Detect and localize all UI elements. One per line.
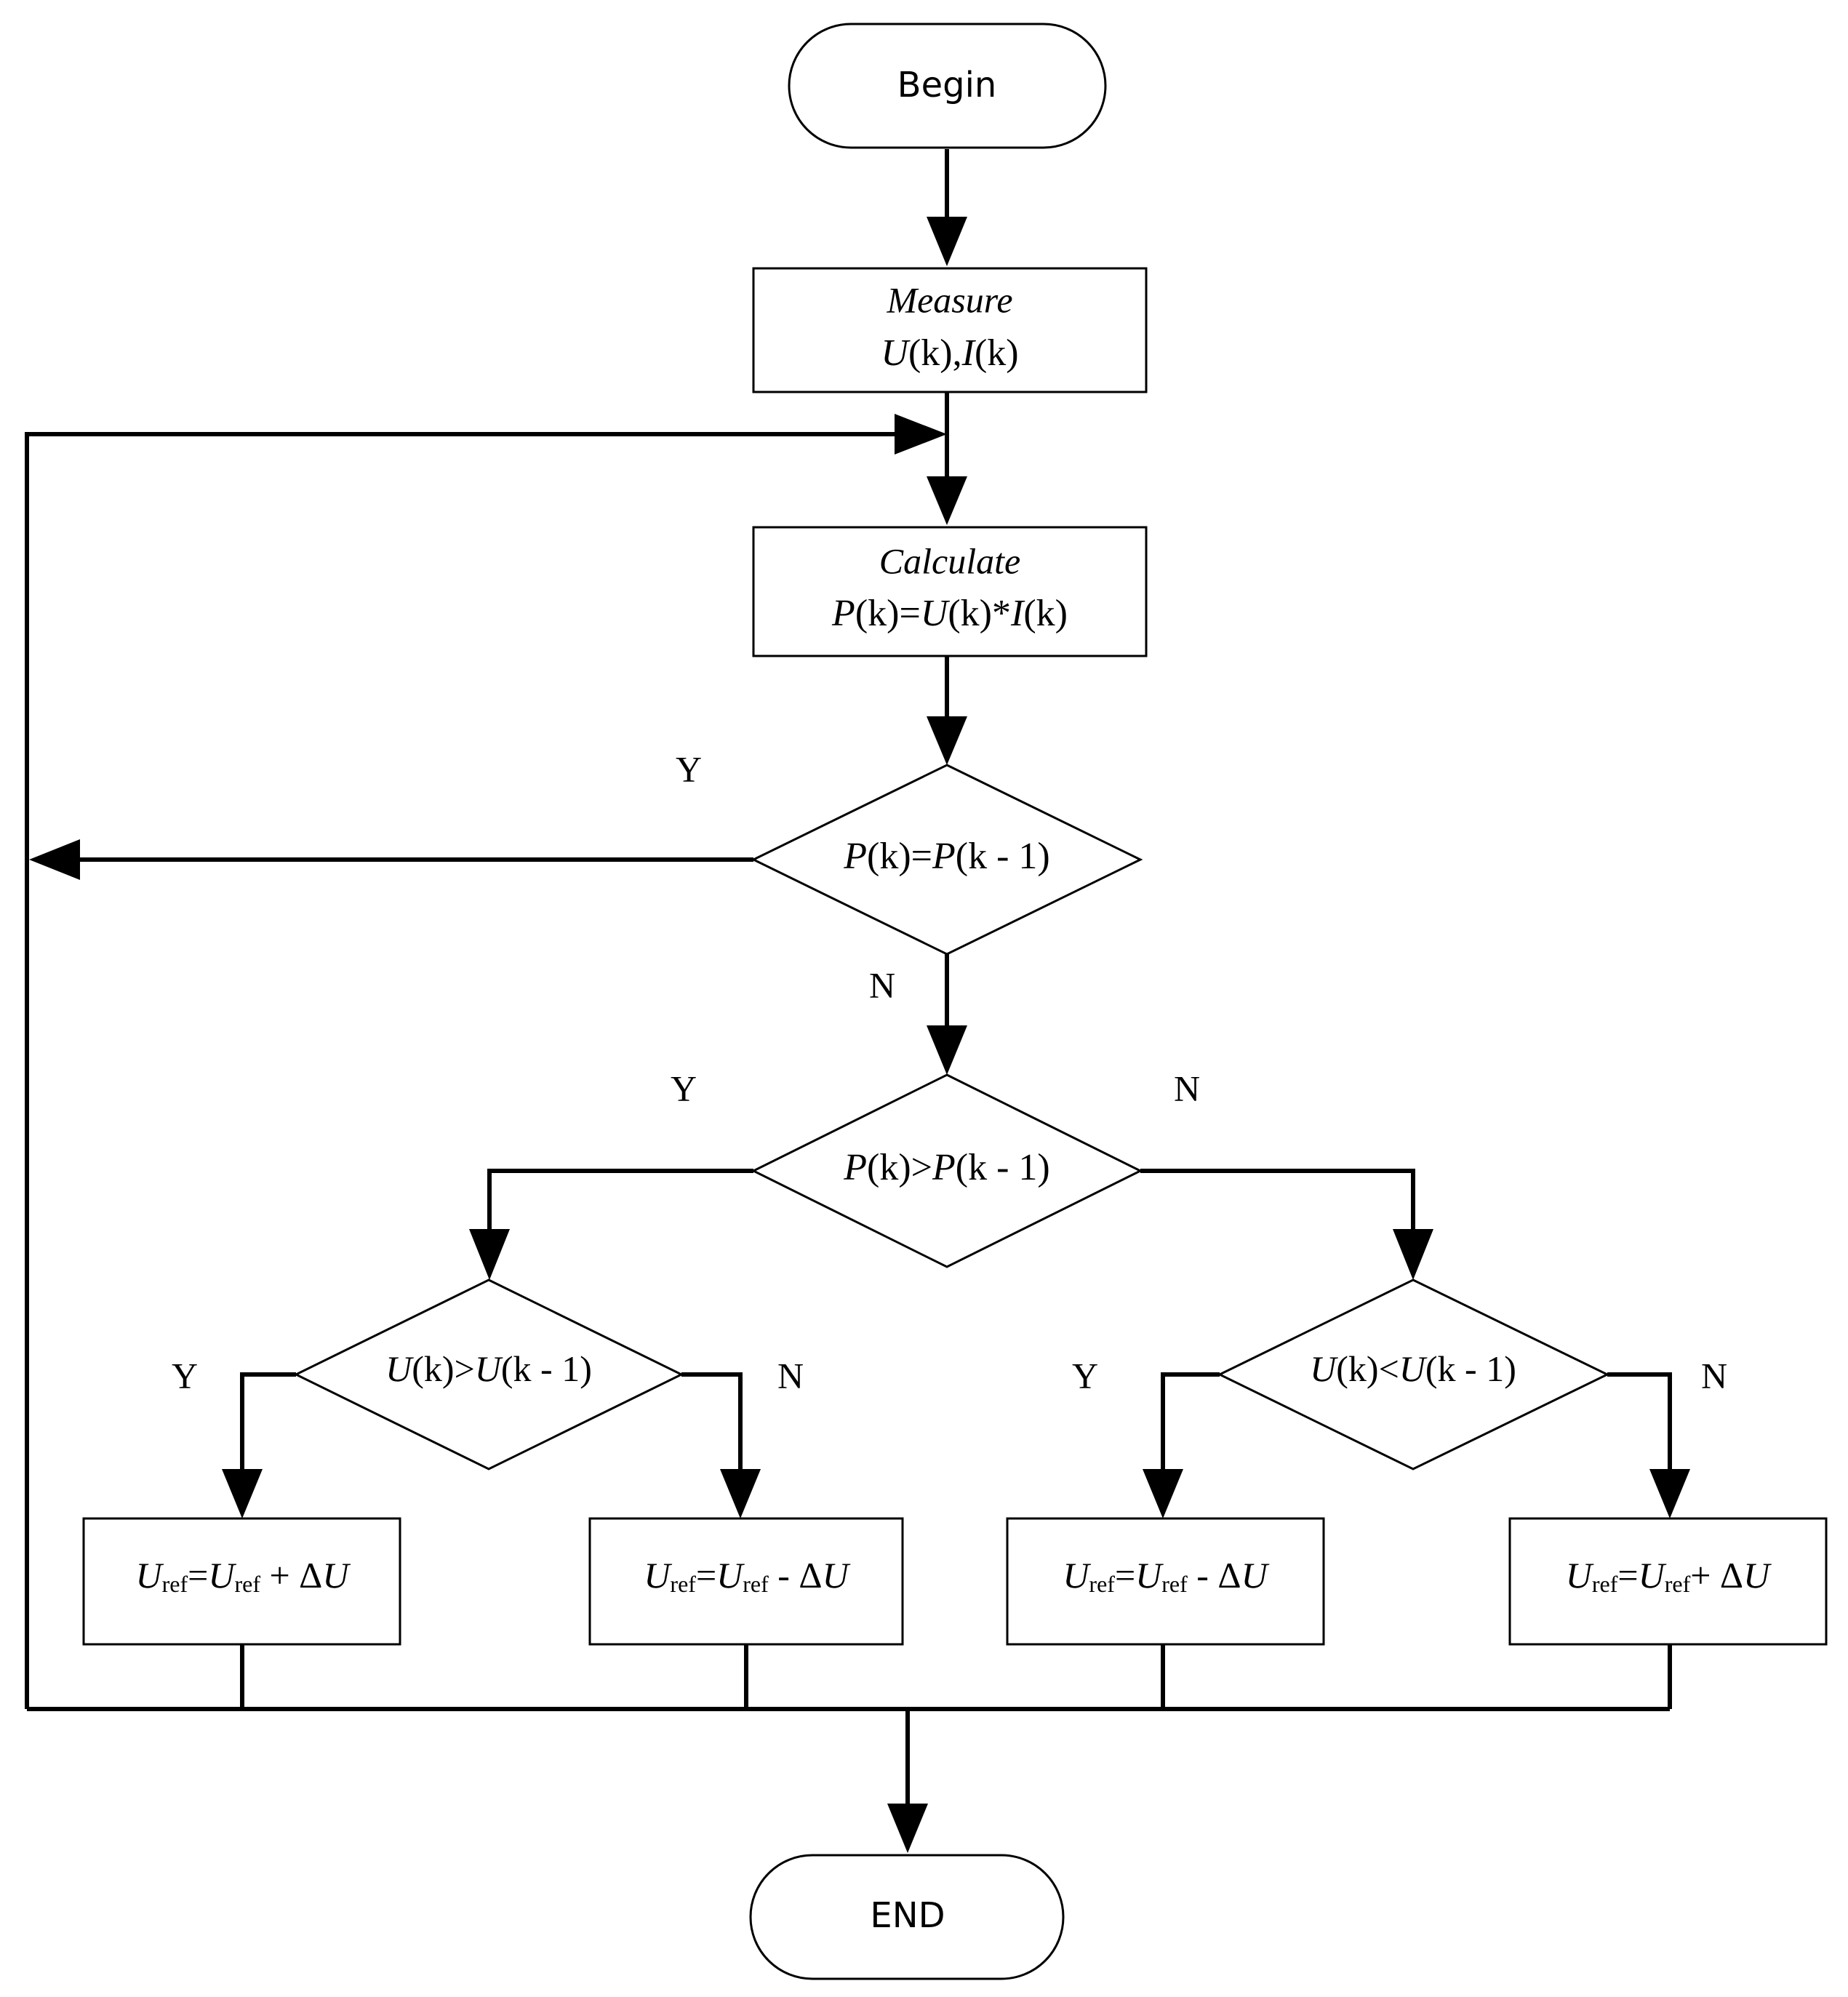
update-increase-right: Uref=Uref+ ΔU: [1508, 1517, 1828, 1646]
line-decision2-no: [1140, 1169, 1415, 1229]
arrowhead-decision3-no: [720, 1469, 761, 1518]
decision-voltage-greater-no-label: N: [777, 1355, 804, 1396]
calculate-process: Calculate P(k)=U(k)*I(k): [752, 526, 1148, 657]
update-increase-right-formula: Uref=Uref+ ΔU: [1566, 1555, 1772, 1597]
arrowhead-decision1-no: [927, 1025, 967, 1075]
arrowhead-calculate-to-decision1: [927, 716, 967, 765]
measure-formula: U(k),I(k): [881, 332, 1018, 374]
end-terminal: END: [749, 1854, 1065, 1980]
arrowhead-decision3-yes: [222, 1469, 263, 1518]
update-decrease-left: Uref=Uref - ΔU: [588, 1517, 904, 1646]
line-decision4-yes: [1161, 1372, 1220, 1469]
measure-title: Measure: [886, 279, 1012, 320]
decision-voltage-greater: U(k)>U(k - 1): [293, 1278, 684, 1470]
loop-return-line: [25, 432, 895, 1709]
decision-power-equal: P(k)=P(k - 1): [751, 764, 1143, 956]
update-increase-left: Uref=Uref + ΔU: [82, 1517, 401, 1646]
decision-power-equal-no-label: N: [869, 964, 895, 1005]
line-decision3-no: [681, 1372, 743, 1469]
update-increase-left-formula: Uref=Uref + ΔU: [136, 1555, 351, 1597]
arrowhead-measure-to-calculate: [927, 476, 967, 525]
decision-power-equal-condition: P(k)=P(k - 1): [843, 836, 1049, 877]
decision-power-greater-condition: P(k)>P(k - 1): [843, 1147, 1049, 1188]
decision-power-greater-no-label: N: [1174, 1068, 1200, 1108]
arrowhead-begin-to-measure: [927, 217, 967, 266]
decision-voltage-less-yes-label: Y: [1072, 1355, 1098, 1396]
decision-voltage-less-no-label: N: [1701, 1355, 1727, 1396]
line-decision3-yes: [240, 1372, 296, 1469]
arrowhead-loop-return: [895, 414, 947, 455]
measure-process: Measure U(k),I(k): [752, 267, 1148, 393]
decision-voltage-greater-condition: U(k)>U(k - 1): [385, 1348, 592, 1389]
connectors: [25, 149, 1690, 1853]
calculate-title: Calculate: [879, 540, 1020, 581]
decision-power-greater-yes-label: Y: [671, 1068, 697, 1108]
end-label: END: [870, 1895, 945, 1936]
decision-voltage-less: U(k)<U(k - 1): [1217, 1278, 1610, 1470]
arrowhead-decision4-no: [1649, 1469, 1690, 1518]
arrowhead-decision2-yes: [469, 1229, 510, 1280]
arrowhead-collector-to-end: [887, 1804, 928, 1853]
arrowhead-decision1-yes: [29, 839, 80, 880]
update-decrease-left-formula: Uref=Uref - ΔU: [644, 1555, 850, 1597]
decision-voltage-less-condition: U(k)<U(k - 1): [1310, 1348, 1516, 1389]
calculate-formula: P(k)=U(k)*I(k): [831, 593, 1068, 634]
decision-power-equal-yes-label: Y: [676, 748, 702, 789]
decision-voltage-greater-yes-label: Y: [172, 1355, 198, 1396]
line-decision4-no: [1607, 1372, 1672, 1469]
begin-terminal: Begin: [788, 23, 1107, 149]
bottom-collector-line: [27, 1644, 1672, 1711]
line-decision2-yes: [487, 1169, 753, 1229]
update-decrease-right-formula: Uref=Uref - ΔU: [1063, 1555, 1269, 1597]
begin-label: Begin: [897, 65, 997, 105]
decision-power-greater: P(k)>P(k - 1): [751, 1073, 1143, 1268]
arrowhead-decision4-yes: [1143, 1469, 1183, 1518]
update-decrease-right: Uref=Uref - ΔU: [1006, 1517, 1325, 1646]
arrowhead-decision2-no: [1393, 1229, 1433, 1280]
